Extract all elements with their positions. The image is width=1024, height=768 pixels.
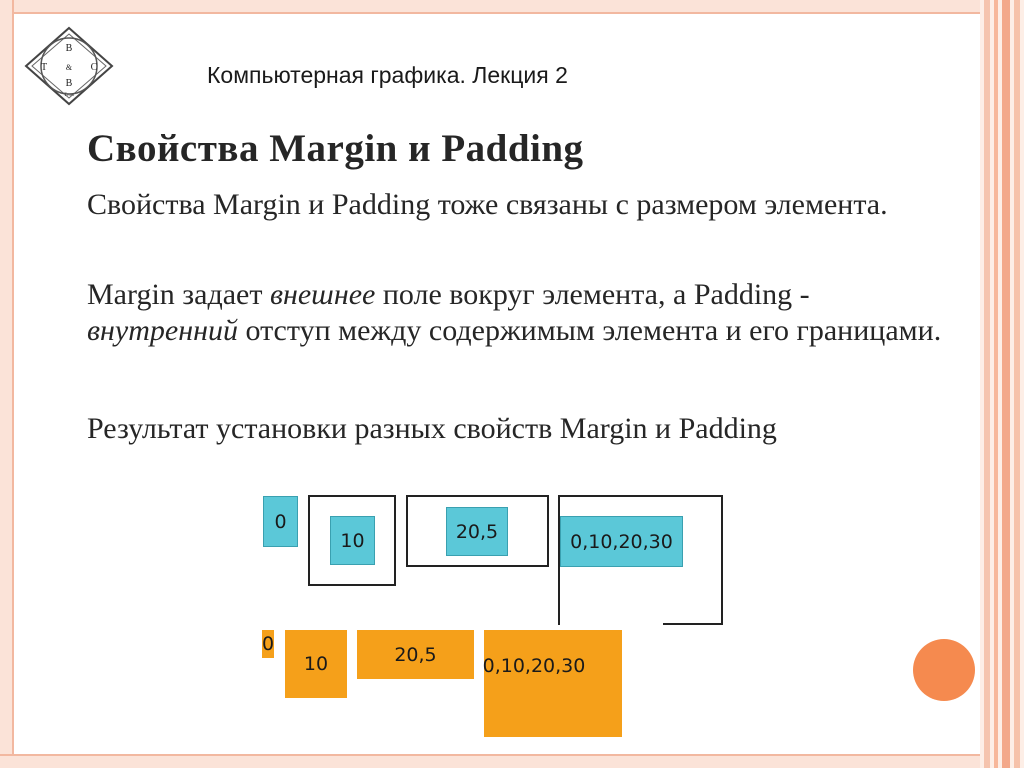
university-logo: B T & C B Trust: [24, 26, 114, 106]
decorative-circle: [913, 639, 975, 701]
margin-container-20-5: [406, 495, 549, 567]
paragraph-1: Свойства Margin и Padding тоже связаны с…: [87, 188, 888, 221]
padding-box-0: 0: [262, 630, 274, 658]
margin-box-20-5: 20,5: [446, 507, 508, 556]
padding-label-20-5: 20,5: [394, 643, 437, 666]
logo-letter-b-bottom: B: [66, 78, 73, 89]
margin-label-10: 10: [340, 529, 365, 552]
p2-emphasis-inner: внутренний: [87, 314, 238, 347]
p2-part-c: поле вокруг элемента, а Padding -: [375, 278, 810, 311]
logo-letter-b-top: B: [66, 43, 73, 54]
logo-letter-c: C: [91, 62, 98, 73]
logo-letter-amp: &: [66, 63, 73, 72]
padding-box-20-5: 20,5: [357, 630, 474, 679]
padding-label-0-10-20-30: 0,10,20,30: [482, 655, 586, 677]
frame-top: [0, 0, 1024, 14]
margin-container-10: [308, 495, 396, 586]
margin-container-left-edge: [558, 565, 560, 625]
paragraph-3: Результат установки разных свойств Margi…: [87, 412, 777, 445]
padding-label-10: 10: [303, 653, 329, 675]
p2-part-e: отступ между содержимым элемента и его г…: [237, 314, 942, 347]
margin-label-0: 0: [274, 510, 287, 533]
padding-box-10: 10: [285, 630, 347, 698]
margin-container-gap: [560, 567, 663, 625]
margin-box-0-10-20-30: 0,10,20,30: [560, 516, 683, 567]
frame-right: [980, 0, 1024, 768]
course-header: Компьютерная графика. Лекция 2: [207, 62, 568, 88]
frame-bottom: [0, 754, 1024, 768]
p2-emphasis-outer: внешнее: [269, 278, 376, 311]
logo-letter-t: T: [41, 62, 47, 73]
slide-title: Свойства Margin и Padding: [87, 127, 584, 170]
frame-left: [0, 0, 14, 768]
p2-part-a: Margin задает: [87, 278, 270, 311]
padding-box-0-10-20-30: 0,10,20,30: [482, 630, 622, 737]
margin-label-0-10-20-30: 0,10,20,30: [570, 530, 673, 553]
margin-label-20-5: 20,5: [455, 520, 499, 543]
padding-label-0: 0: [261, 633, 275, 655]
margin-box-10: 10: [330, 516, 375, 565]
logo-trust: Trust: [64, 93, 75, 98]
paragraph-2: Margin задает внешнее поле вокруг элемен…: [87, 277, 967, 349]
margin-box-0: 0: [263, 496, 298, 547]
